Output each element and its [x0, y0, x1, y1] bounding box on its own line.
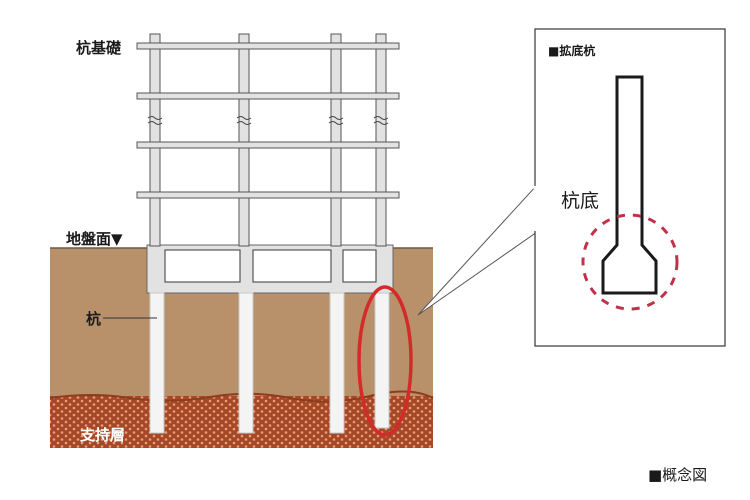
break-marks — [147, 116, 389, 125]
foundation-block — [146, 244, 394, 294]
building-columns — [149, 33, 387, 247]
label-ground-surface: 地盤面▼ — [66, 230, 123, 248]
label-pile: 杭 — [86, 310, 102, 328]
label-pile-foundation: 杭基礎 — [76, 39, 122, 57]
enlarged-base-pile-shape — [601, 75, 658, 295]
piles — [149, 292, 390, 434]
label-pile-base: 杭底 — [561, 190, 600, 212]
highlight-ellipse — [357, 285, 413, 437]
label-concept-diagram: ■概念図 — [648, 466, 708, 484]
pile-base-dashed-circle — [581, 213, 679, 311]
label-enlarged-base-pile: ■拡底杭 — [548, 44, 596, 58]
floor-beams — [136, 42, 400, 199]
callout-pointer — [417, 183, 538, 316]
label-bearing-layer: 支持層 — [80, 426, 126, 444]
